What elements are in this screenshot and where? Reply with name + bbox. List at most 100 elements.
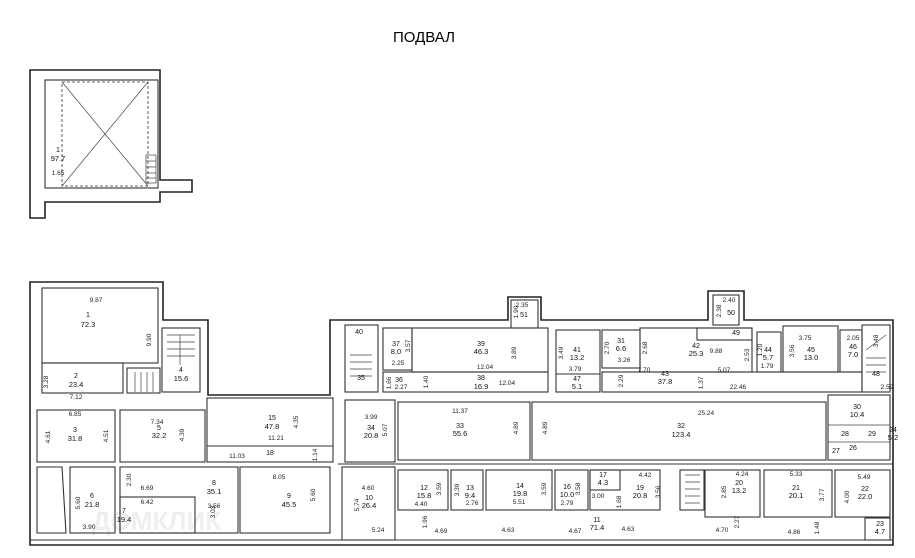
dimension: 3.03 — [210, 505, 217, 518]
room-number: 1 — [56, 147, 60, 154]
room-number: 40 — [355, 329, 363, 336]
room-number: 7 — [122, 508, 126, 515]
room-number: 44 — [764, 347, 772, 354]
dimension: 4.89 — [513, 421, 520, 434]
room-number: 35 — [357, 375, 365, 382]
dimension: 2.35 — [516, 302, 529, 309]
dimension: 7.34 — [151, 419, 164, 426]
room-number: 32 — [677, 423, 685, 430]
room-area: 25.3 — [689, 349, 704, 358]
dimension: 7.70 — [638, 367, 651, 374]
room-number: 1 — [86, 312, 90, 319]
room-area: 35.1 — [207, 487, 222, 496]
room-number: 45 — [807, 347, 815, 354]
dimension: 6.69 — [141, 485, 154, 492]
dimension: 4.69 — [435, 528, 448, 535]
room-number: 39 — [477, 341, 485, 348]
room-area: 8.0 — [391, 347, 401, 356]
room-number: 10 — [365, 495, 373, 502]
dimension: 1.20 — [757, 343, 764, 356]
dimension: 2.40 — [723, 297, 736, 304]
room-area: 16.9 — [474, 382, 489, 391]
room-number: 23 — [876, 521, 884, 528]
room-area: 4.3 — [598, 478, 608, 487]
dimension: 5.60 — [75, 496, 82, 509]
dimension: 1.90 — [513, 305, 520, 318]
dimension: 3.56 — [208, 503, 221, 510]
dimension: 4.60 — [362, 485, 375, 492]
room-number: 6 — [90, 493, 94, 500]
room-number: 22 — [861, 486, 869, 493]
dimension: 11.37 — [452, 408, 468, 415]
room-number: 18 — [266, 450, 274, 457]
room-number: 26 — [849, 445, 857, 452]
room-area: 19.8 — [513, 489, 528, 498]
room-number: 50 — [727, 310, 735, 317]
room-number: 29 — [868, 431, 876, 438]
stairs-icon — [134, 334, 887, 504]
dimension: 2.05 — [847, 335, 860, 342]
dimension: 3.49 — [558, 346, 565, 359]
room-number: 20 — [735, 480, 743, 487]
room-number: 17 — [599, 472, 607, 479]
dimension: 4.51 — [103, 429, 110, 442]
dimension: 1.79 — [761, 363, 774, 370]
dimension: 1.65 — [52, 170, 65, 177]
dimension: 2.30 — [126, 473, 133, 486]
dimension: 1.40 — [423, 375, 430, 388]
room-area: 71.4 — [590, 523, 605, 532]
dimension: 1.96 — [422, 515, 429, 528]
dimension: 1.14 — [312, 448, 319, 461]
room-number: 49 — [732, 330, 740, 337]
dimension: 1.48 — [814, 521, 821, 534]
dimension: 3.58 — [575, 482, 582, 495]
room-area: 21.8 — [85, 500, 100, 509]
dimension: 3.90 — [83, 524, 96, 531]
dimension: 8.05 — [273, 474, 286, 481]
dimension: 11.03 — [229, 453, 245, 460]
dimension: 12.04 — [477, 364, 494, 371]
dimension: 25.24 — [698, 410, 715, 417]
plan-title: ПОДВАЛ — [393, 29, 455, 46]
room-number: 27 — [832, 448, 840, 455]
dimension: 2.70 — [604, 341, 611, 354]
room-area: 5.7 — [763, 353, 773, 362]
dimension: 5.49 — [858, 474, 871, 481]
room-number: 9 — [287, 493, 291, 500]
dimension: 3.57 — [405, 339, 412, 352]
dimension: 4.86 — [788, 529, 801, 536]
room-number: 41 — [573, 347, 581, 354]
dimension: 3.89 — [511, 346, 518, 359]
room-area: 20.8 — [364, 431, 379, 440]
dimension: 2.53 — [744, 348, 751, 361]
dimension: 22.46 — [730, 384, 747, 391]
dimension: 5.24 — [372, 527, 385, 534]
dimension: 3.79 — [569, 366, 582, 373]
room-number: 42 — [692, 343, 700, 350]
room-area: 72.3 — [81, 320, 96, 329]
dimension: 4.35 — [293, 415, 300, 428]
room-area: 45.5 — [282, 500, 297, 509]
room-area: 123.4 — [672, 430, 691, 439]
room-number: 14 — [516, 483, 524, 490]
dimension: 4.89 — [542, 421, 549, 434]
dimension: 3.48 — [873, 334, 880, 347]
dimension: 2.76 — [466, 500, 479, 507]
room-area: 13.2 — [732, 486, 747, 495]
room-number: 51 — [520, 312, 528, 319]
dimension: 2.38 — [716, 304, 723, 317]
room-area: 20.1 — [789, 491, 804, 500]
dimension: 2.79 — [561, 500, 574, 507]
watermark-logo: ДОМКЛИК — [92, 506, 221, 536]
dimension: 2.27 — [395, 384, 408, 391]
dimension: 9.90 — [146, 333, 153, 346]
room-area: 15.8 — [417, 491, 432, 500]
room-area: 5.1 — [572, 382, 582, 391]
room-number: 11 — [593, 517, 600, 524]
room-area: 7.0 — [848, 350, 858, 359]
room-number: 21 — [792, 485, 800, 492]
room-number: 43 — [661, 371, 669, 378]
dimension: 4.70 — [716, 527, 729, 534]
dimension: 3.77 — [819, 488, 826, 501]
